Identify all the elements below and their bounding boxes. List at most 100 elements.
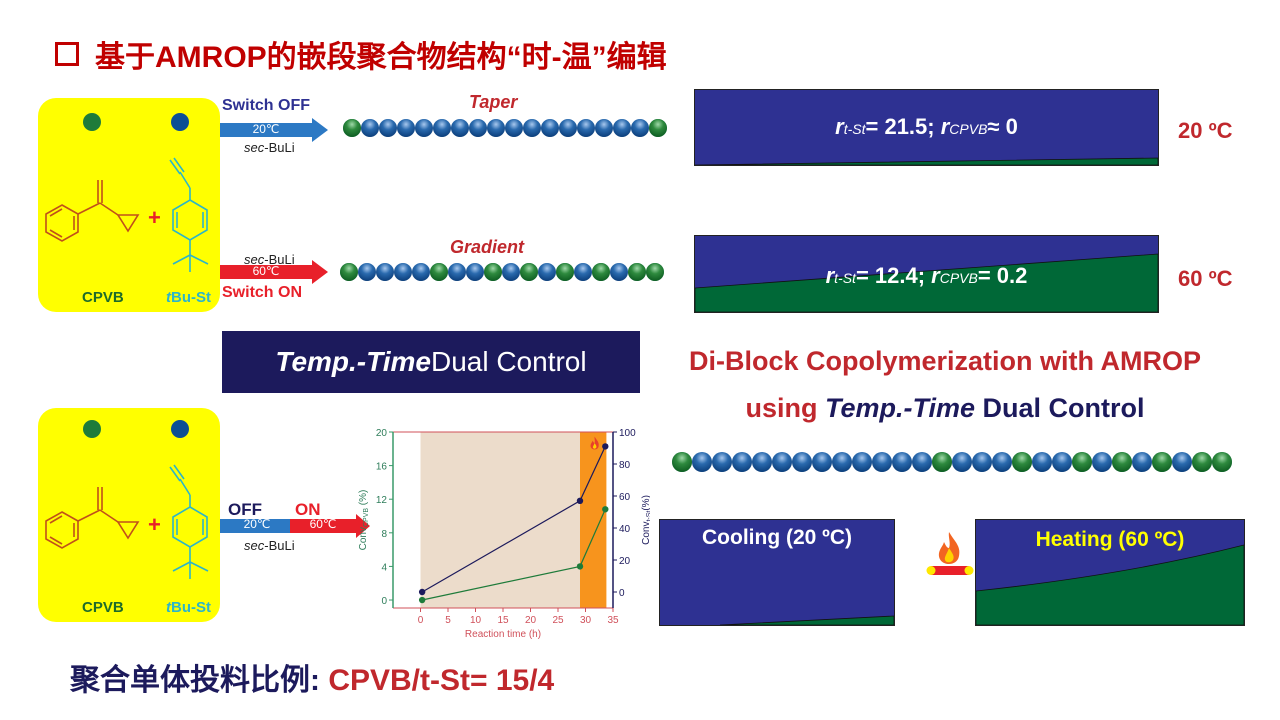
tbu-st-unit-bead	[692, 452, 712, 472]
diblock-subheading: using Temp.-Time Dual Control	[745, 393, 1145, 423]
switch-off-label: Switch OFF	[222, 97, 310, 114]
tbu-st-label: tBu-St	[166, 289, 211, 306]
blue-arrow-icon	[220, 118, 328, 142]
red-arrow-icon	[220, 260, 328, 284]
right-y-tick-label: 20	[619, 556, 631, 567]
diblock-heading: Di-Block Copolymerization with AMROP	[688, 346, 1202, 376]
x-tick-label: 30	[580, 615, 592, 626]
tbu-st-unit-bead	[394, 263, 412, 281]
cpvb-unit-bead	[628, 263, 646, 281]
cpvb-unit-bead	[646, 263, 664, 281]
tbu-st-unit-bead	[595, 119, 613, 137]
temp-20-label: 20℃	[243, 517, 271, 531]
left-y-tick-label: 16	[376, 462, 388, 473]
temp-60-label: 60℃	[252, 264, 280, 278]
tbu-st-unit-bead	[1172, 452, 1192, 472]
left-y-tick-label: 4	[381, 562, 387, 573]
monomer-structures: + +	[45, 113, 209, 580]
gradient-chain	[340, 263, 664, 281]
right-y-tick-label: 0	[619, 588, 625, 599]
left-y-tick-label: 8	[381, 529, 387, 540]
tbu-st-unit-bead	[559, 119, 577, 137]
cpvb-structure	[45, 180, 140, 242]
x-tick-label: 20	[525, 615, 537, 626]
tbu-st-unit-bead	[732, 452, 752, 472]
temp-20-label: 20℃	[252, 122, 280, 136]
tbu-st-unit-bead	[538, 263, 556, 281]
tbu-st-unit-bead	[358, 263, 376, 281]
cpvb-bead	[83, 113, 101, 131]
cpvb-unit-bead	[1192, 452, 1212, 472]
tbu-st-unit-bead	[610, 263, 628, 281]
initiator-label: sec-BuLi	[244, 140, 295, 155]
cpvb-unit-bead	[343, 119, 361, 137]
cooling-label: Cooling (20 ºC)	[702, 526, 852, 549]
right-y-tick-label: 100	[619, 428, 636, 439]
x-tick-label: 0	[418, 615, 424, 626]
tbu-st-unit-bead	[972, 452, 992, 472]
tbu-st-unit-bead	[852, 452, 872, 472]
cpvb-unit-bead	[340, 263, 358, 281]
tbu-st-unit-bead	[577, 119, 595, 137]
temp-60-label: 60℃	[309, 517, 337, 531]
data-point-t-St	[602, 443, 609, 450]
monomer-pair	[45, 113, 209, 272]
shaded-region	[420, 432, 580, 608]
initiator-label: sec-BuLi	[244, 538, 295, 553]
tbu-st-unit-bead	[415, 119, 433, 137]
tbu-st-unit-bead	[448, 263, 466, 281]
right-y-tick-label: 40	[619, 524, 631, 535]
slide-title: 基于AMROP的嵌段聚合物结构“时-温”编辑	[55, 32, 667, 76]
reactivity-ratios-20c: rt-St= 21.5; rCPVB≈ 0	[835, 114, 1018, 139]
off-on-arrow-icon	[220, 514, 370, 538]
tbu-st-unit-bead	[469, 119, 487, 137]
right-y-tick-label: 60	[619, 492, 631, 503]
initiator-label: sec-BuLi	[244, 252, 295, 267]
x-axis-label: Reaction time (h)	[465, 629, 541, 640]
dual-control-banner: Temp.-Time Dual Control	[222, 331, 640, 393]
fire-icon	[590, 436, 599, 450]
heating-connector	[926, 532, 974, 575]
cooling-profile: Cooling (20 ºC)	[659, 519, 895, 626]
cpvb-unit-bead	[556, 263, 574, 281]
tbu-st-unit-bead	[1032, 452, 1052, 472]
tbu-st-unit-bead	[792, 452, 812, 472]
tbu-st-unit-bead	[772, 452, 792, 472]
tbu-st-unit-bead	[752, 452, 772, 472]
cpvb-unit-bead	[484, 263, 502, 281]
x-tick-label: 5	[445, 615, 451, 626]
tbu-st-unit-bead	[992, 452, 1012, 472]
tbu-st-unit-bead	[574, 263, 592, 281]
left-y-tick-label: 0	[381, 596, 387, 607]
data-point-t-St	[418, 588, 426, 596]
tbu-st-unit-bead	[812, 452, 832, 472]
tbu-st-unit-bead	[952, 452, 972, 472]
tbu-st-unit-bead	[379, 119, 397, 137]
tbu-st-bead	[171, 113, 189, 131]
fire-icon	[938, 532, 960, 564]
left-y-tick-label: 20	[376, 428, 388, 439]
temp-60c: 60 ºC	[1178, 266, 1233, 291]
data-point-CPVB	[576, 563, 584, 570]
tbu-st-unit-bead	[412, 263, 430, 281]
cpvb-unit-bead	[1072, 452, 1092, 472]
tbu-st-unit-bead	[712, 452, 732, 472]
tbu-st-label: tBu-St	[166, 599, 211, 616]
x-tick-label: 10	[470, 615, 482, 626]
tbu-st-unit-bead	[631, 119, 649, 137]
left-y-tick-label: 12	[376, 495, 388, 506]
right-y-axis-label: Convt-St(%)	[641, 495, 650, 545]
plus-sign: +	[148, 205, 161, 230]
cpvb-unit-bead	[649, 119, 667, 137]
tbu-st-unit-bead	[613, 119, 631, 137]
left-y-axis-label: ConvCPVB (%)	[358, 490, 370, 551]
gradient-label: Gradient	[450, 237, 525, 257]
data-point-t-St	[576, 497, 584, 504]
tbu-st-unit-bead	[487, 119, 505, 137]
cpvb-unit-bead	[520, 263, 538, 281]
cpvb-label: CPVB	[82, 289, 124, 306]
off-label: OFF	[228, 500, 262, 519]
cpvb-unit-bead	[592, 263, 610, 281]
tbu-st-unit-bead	[376, 263, 394, 281]
